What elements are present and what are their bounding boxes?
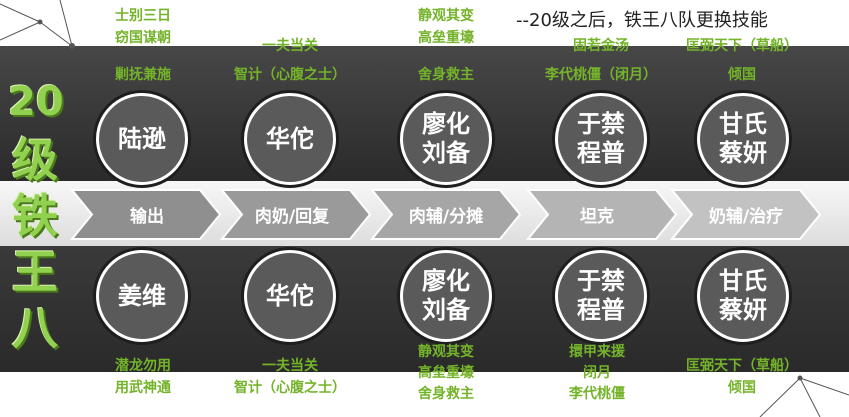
role-tank: 坦克: [580, 207, 614, 227]
skill-label: 一夫当关: [262, 358, 318, 374]
bottom-skills-3: 静观其变 高垒重壕 舍身救主: [418, 342, 474, 405]
hero-name: 华佗: [266, 124, 314, 153]
skill-label: 擐甲来援: [569, 344, 625, 360]
skill-label: 一夫当关: [262, 38, 318, 54]
skill-label: 李代桃僵: [569, 386, 625, 402]
title-char-tie: 铁: [12, 189, 58, 243]
role-tank-heal: 肉奶/回复: [254, 207, 330, 227]
title-char-wang: 王: [12, 245, 58, 299]
top-hero-hua-tuo: 华佗: [244, 93, 336, 185]
skill-label: 高垒重壕: [418, 365, 474, 381]
skill-label: 高垒重壕: [418, 30, 474, 46]
role-chevron-shape: [669, 189, 822, 240]
top-hero-yu-jin-cheng-pu: 于禁 程普: [555, 93, 647, 185]
network-lines-bottom-right: [759, 375, 849, 417]
top-skills-above-1: 士别三日 窃国谋朝: [115, 5, 171, 49]
skill-label: 闭月: [583, 365, 611, 381]
skill-label: 智计（心腹之士）: [234, 380, 346, 396]
hero-name: 华佗: [266, 281, 314, 310]
hero-name: 陆逊: [118, 124, 166, 153]
top-skill-in-band-4: 李代桃僵（闭月）: [545, 67, 657, 83]
bottom-skills-5: 匡弼天下（草船） 倾国: [686, 355, 798, 399]
hero-name: 于禁: [577, 110, 625, 138]
hero-name: 蔡妍: [719, 296, 767, 324]
bottom-skills-4: 擐甲来援 闭月 李代桃僵: [569, 342, 625, 405]
bottom-hero-gan-shi-cai-yan: 甘氏 蔡妍: [697, 250, 789, 342]
title-level: 20: [8, 79, 64, 125]
hero-name: 于禁: [577, 267, 625, 295]
top-skills-above-4: 固若金汤: [573, 35, 629, 57]
skill-label: 匡弼天下（草船）: [686, 358, 798, 374]
hero-name: 程普: [577, 296, 625, 324]
skill-label: 静观其变: [418, 344, 474, 360]
skill-label: 匡弼天下（草船）: [686, 38, 798, 54]
hero-name: 姜维: [118, 281, 166, 310]
bottom-hero-liao-hua-liu-bei: 廖化 刘备: [400, 250, 492, 342]
skill-label: 士别三日: [115, 8, 171, 24]
bottom-skills-2: 一夫当关 智计（心腹之士）: [234, 355, 346, 399]
skill-label: 静观其变: [418, 8, 474, 24]
top-skill-in-band-1: 剿抚兼施: [115, 67, 171, 83]
top-skills-above-5: 匡弼天下（草船）: [686, 35, 798, 57]
role-heal-support: 奶辅/治疗: [708, 207, 784, 227]
role-output: 输出: [130, 207, 164, 227]
skill-change-note: --20级之后，铁王八队更换技能: [516, 10, 768, 31]
top-skills-above-2: 一夫当关: [262, 35, 318, 57]
bottom-hero-yu-jin-cheng-pu: 于禁 程普: [555, 250, 647, 342]
hero-name: 刘备: [422, 296, 470, 324]
hero-name: 蔡妍: [719, 139, 767, 167]
network-lines-top-left: [0, 0, 75, 49]
role-chevron-shape: [369, 189, 522, 240]
title-char-ji: 级: [12, 133, 58, 187]
top-hero-liao-hua-liu-bei: 廖化 刘备: [400, 93, 492, 185]
skill-label: 固若金汤: [573, 38, 629, 54]
top-hero-lu-xun: 陆逊: [96, 93, 188, 185]
role-chevron-shape: [219, 189, 372, 240]
skill-label: 舍身救主: [418, 386, 474, 402]
hero-name: 甘氏: [719, 267, 767, 295]
top-skill-in-band-5: 倾国: [728, 67, 756, 83]
top-skill-in-band-3: 舍身救主: [418, 67, 474, 83]
skill-label: 潜龙勿用: [115, 358, 171, 374]
skill-label: 倾国: [728, 380, 756, 396]
hero-name: 廖化: [422, 267, 470, 295]
skill-label: 用武神通: [115, 380, 171, 396]
role-tank-support: 肉辅/分摊: [408, 207, 484, 227]
hero-name: 甘氏: [719, 110, 767, 138]
hero-name: 程普: [577, 139, 625, 167]
hero-name: 刘备: [422, 139, 470, 167]
bottom-hero-hua-tuo: 华佗: [244, 250, 336, 342]
skill-label: 窃国谋朝: [115, 30, 171, 46]
role-chevron-shape: [69, 189, 222, 240]
hero-name: 廖化: [422, 110, 470, 138]
role-chevron-shape: [525, 189, 678, 240]
bottom-skills-1: 潜龙勿用 用武神通: [115, 355, 171, 399]
top-hero-gan-shi-cai-yan: 甘氏 蔡妍: [697, 93, 789, 185]
title-char-ba: 八: [12, 301, 58, 355]
top-skills-above-3: 静观其变 高垒重壕: [418, 5, 474, 49]
bottom-hero-jiang-wei: 姜维: [96, 250, 188, 342]
top-skill-in-band-2: 智计（心腹之士）: [234, 67, 346, 83]
